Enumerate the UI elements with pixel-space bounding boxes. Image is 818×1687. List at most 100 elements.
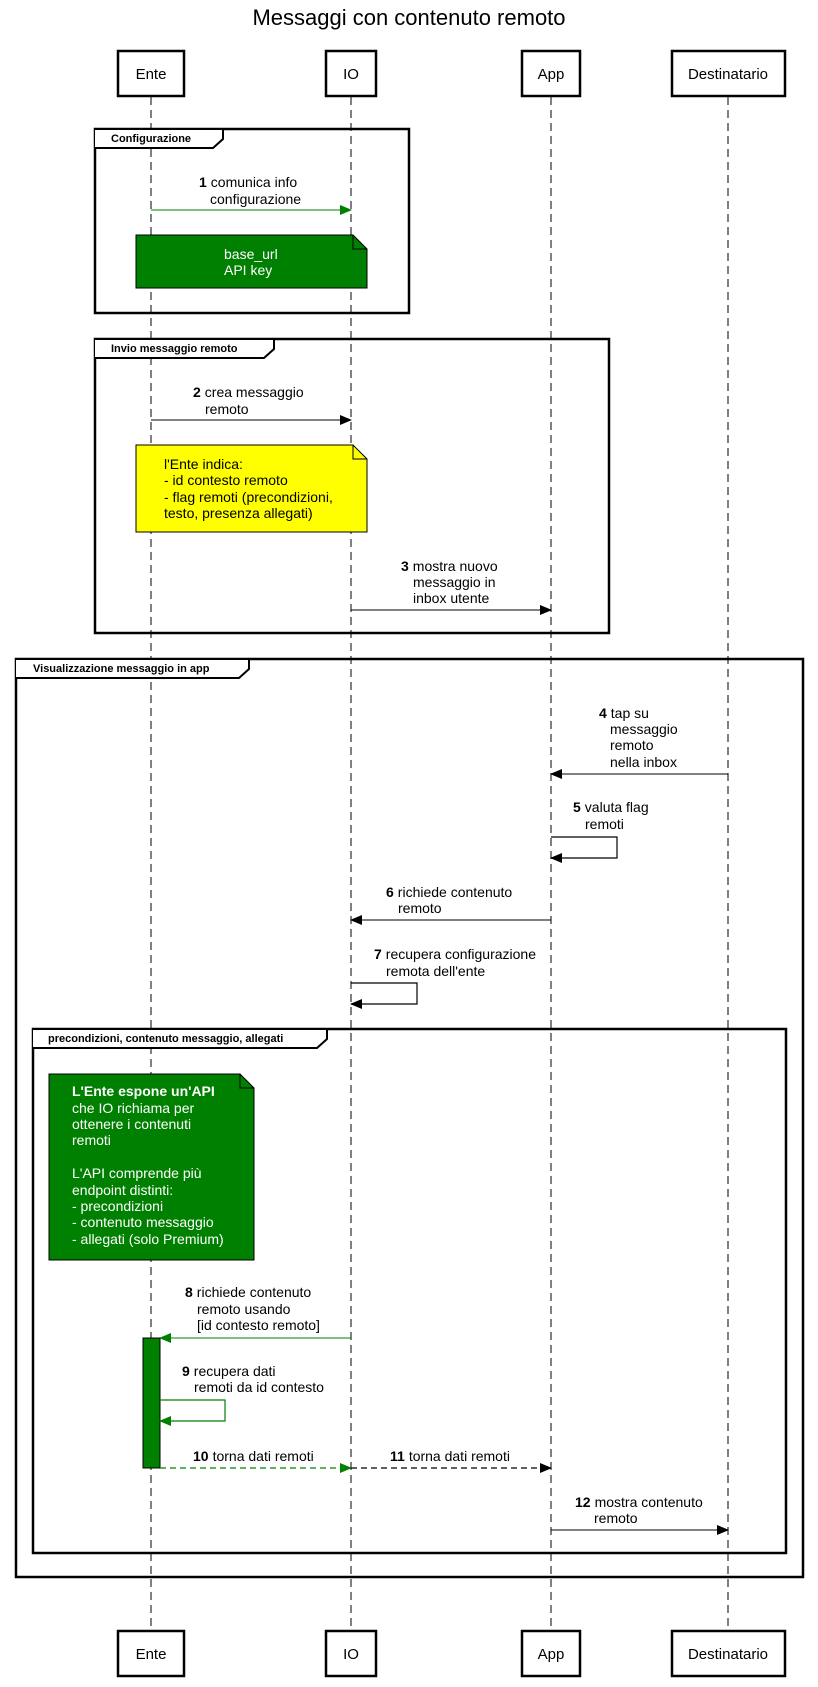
message-2-line-2: remoto — [205, 401, 249, 417]
message-11-number: 11 — [390, 1448, 405, 1464]
message-5-line-2: remoti — [585, 816, 624, 832]
note-config: base_url API key — [135, 234, 368, 289]
note-api-line-5: L'API comprende più — [72, 1165, 202, 1181]
message-2-line-1: crea messaggio — [205, 384, 304, 400]
message-5-number: 5 — [573, 799, 581, 815]
note-api-line-6: endpoint distinti: — [72, 1182, 173, 1198]
frame-visualizzazione-label: Visualizzazione messaggio in app — [33, 663, 210, 675]
actor-app-bottom-label: App — [538, 1646, 565, 1663]
message-1-number: 1 — [199, 174, 207, 190]
frame-configurazione: Configurazione — [93, 127, 411, 315]
diagram-title: Messaggi con contenuto remoto — [252, 5, 565, 30]
frame-invio: Invio messaggio remoto — [93, 337, 611, 635]
actor-destinatario-top: Destinatario — [670, 49, 787, 98]
note-api-line-2: ottenere i contenuti — [72, 1116, 191, 1132]
actor-io-top: IO — [324, 49, 378, 98]
message-11-line-1: torna dati remoti — [409, 1448, 510, 1464]
actor-app-bottom: App — [520, 1629, 582, 1678]
note-invio-line-2: - id contesto remoto — [164, 472, 288, 488]
frame-invio-label: Invio messaggio remoto — [111, 343, 238, 355]
message-8-line-3: [id contesto remoto] — [197, 1317, 320, 1333]
message-12-number: 12 — [575, 1494, 591, 1510]
message-4-line-4: nella inbox — [610, 754, 677, 770]
actor-destinatario-bottom: Destinatario — [670, 1629, 787, 1678]
message-12-line-2: remoto — [594, 1510, 638, 1526]
message-8-line-2: remoto usando — [197, 1301, 291, 1317]
actor-ente-top: Ente — [116, 49, 186, 98]
activation-bar-ente — [142, 1337, 161, 1469]
message-1-line-2: configurazione — [210, 191, 301, 207]
actor-ente-bottom: Ente — [116, 1629, 186, 1678]
lifelines — [150, 97, 729, 1630]
message-4-line-1: tap su — [611, 705, 649, 721]
note-config-line-1: base_url — [224, 246, 278, 262]
note-api-line-7: - precondizioni — [72, 1198, 163, 1214]
message-6-line-2: remoto — [398, 900, 442, 916]
frame-visualizzazione: Visualizzazione messaggio in app — [14, 657, 805, 1579]
note-config-line-2: API key — [224, 262, 272, 278]
actor-app-label: App — [538, 66, 565, 83]
message-6-number: 6 — [386, 884, 394, 900]
message-3-line-3: inbox utente — [413, 590, 489, 606]
note-api: L'Ente espone un'API che IO richiama per… — [48, 1073, 255, 1261]
message-9-number: 9 — [182, 1363, 190, 1379]
message-9-line-2: remoti da id contesto — [194, 1379, 324, 1395]
actor-ente-bottom-label: Ente — [136, 1646, 167, 1663]
message-9-line-1: recupera dati — [194, 1363, 276, 1379]
message-4-line-2: messaggio — [610, 721, 678, 737]
note-invio-line-1: l'Ente indica: — [164, 456, 243, 472]
note-invio-line-4: testo, presenza allegati) — [164, 505, 313, 521]
message-10-number: 10 — [193, 1448, 209, 1464]
message-4-line-3: remoto — [610, 737, 654, 753]
actor-io-bottom-label: IO — [343, 1646, 359, 1663]
note-api-line-1: che IO richiama per — [72, 1100, 194, 1116]
message-7-line-1: recupera configurazione — [386, 946, 536, 962]
message-4-number: 4 — [599, 705, 607, 721]
note-api-title: L'Ente espone un'API — [72, 1083, 215, 1099]
frame-configurazione-label: Configurazione — [111, 133, 191, 145]
note-invio: l'Ente indica: - id contesto remoto - fl… — [135, 444, 368, 533]
message-6-line-1: richiede contenuto — [398, 884, 513, 900]
frame-precondizioni-label: precondizioni, contenuto messaggio, alle… — [48, 1033, 283, 1045]
message-3-line-1: mostra nuovo — [413, 558, 498, 574]
note-invio-line-3: - flag remoti (precondizioni, — [164, 489, 333, 505]
actor-io-label: IO — [343, 66, 359, 83]
message-2-number: 2 — [193, 384, 201, 400]
message-3-number: 3 — [401, 558, 409, 574]
note-api-line-8: - contenuto messaggio — [72, 1214, 214, 1230]
message-12-line-1: mostra contenuto — [595, 1494, 703, 1510]
actor-destinatario-label: Destinatario — [688, 66, 768, 83]
note-api-line-3: remoti — [72, 1132, 111, 1148]
actor-io-bottom: IO — [324, 1629, 378, 1678]
actor-ente-label: Ente — [136, 66, 167, 83]
message-8-number: 8 — [185, 1284, 193, 1300]
message-10-line-1: torna dati remoti — [213, 1448, 314, 1464]
actor-app-top: App — [520, 49, 582, 98]
message-1-line-1: comunica info — [211, 174, 298, 190]
actor-destinatario-bottom-label: Destinatario — [688, 1646, 768, 1663]
message-7-line-2: remota dell'ente — [386, 963, 485, 979]
